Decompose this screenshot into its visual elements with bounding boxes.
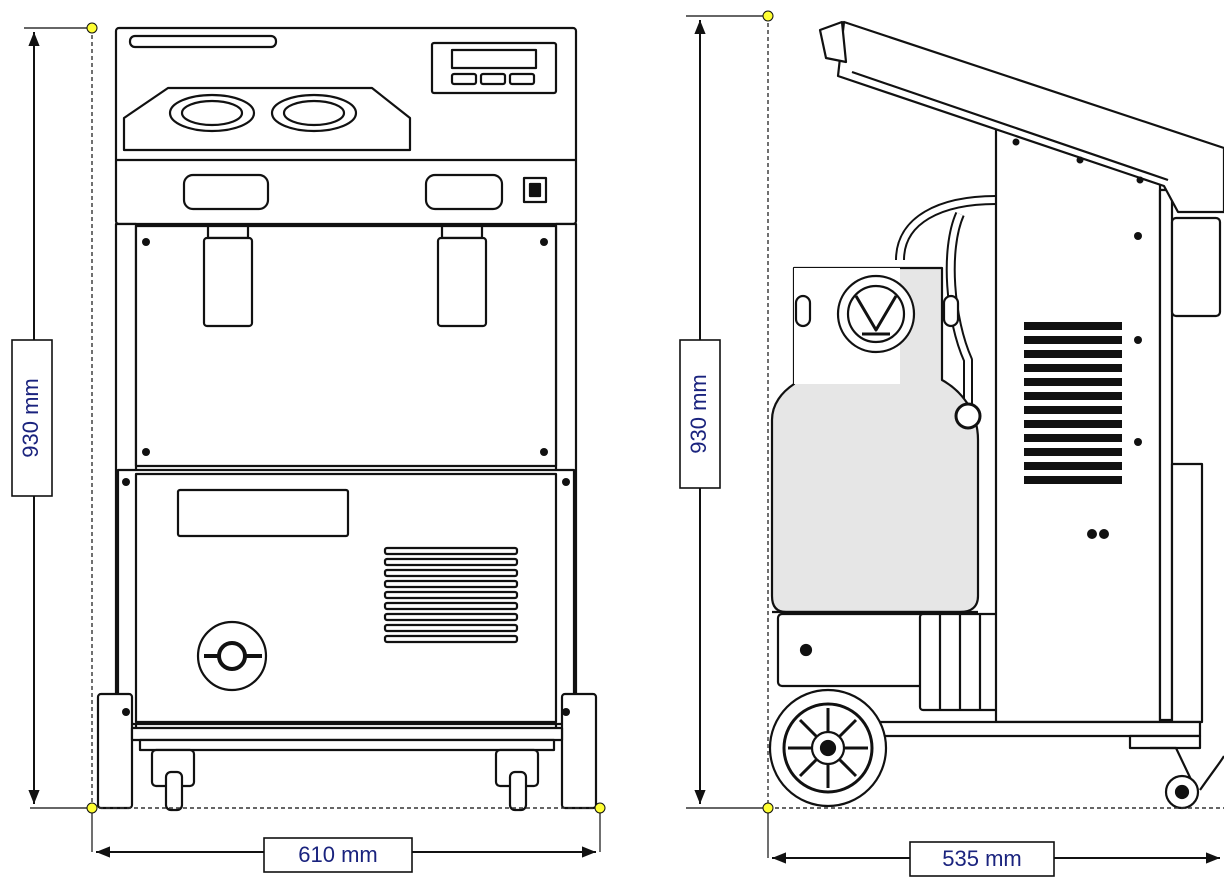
front-top-slot: [128, 34, 278, 49]
side-view: [768, 20, 1224, 810]
side-oil-bottle: [1170, 216, 1222, 318]
front-bottle-left: [202, 236, 254, 328]
side-vent: [1024, 322, 1122, 484]
side-height-label: 930 mm: [686, 374, 711, 453]
front-height-label: 930 mm: [18, 378, 43, 457]
front-dimensions: 930 mm 610 mm: [11, 22, 606, 873]
side-tilted-head: [836, 20, 1224, 214]
front-label-plate: [176, 488, 350, 538]
front-handle-left: [182, 173, 270, 211]
front-screws: [122, 238, 570, 716]
side-width-label: 535 mm: [942, 846, 1021, 871]
front-width-label: 610 mm: [298, 842, 377, 867]
front-handle-right: [424, 173, 504, 211]
front-view: [96, 26, 598, 812]
side-screws: [1012, 138, 1144, 539]
front-gauge-panel: [122, 86, 412, 152]
front-vent: [383, 546, 519, 644]
side-dimensions: 930 mm 535 mm: [679, 10, 1224, 877]
front-bottle-right: [436, 236, 488, 328]
front-upper-panel: [134, 224, 558, 468]
front-display-screen: [450, 48, 538, 70]
